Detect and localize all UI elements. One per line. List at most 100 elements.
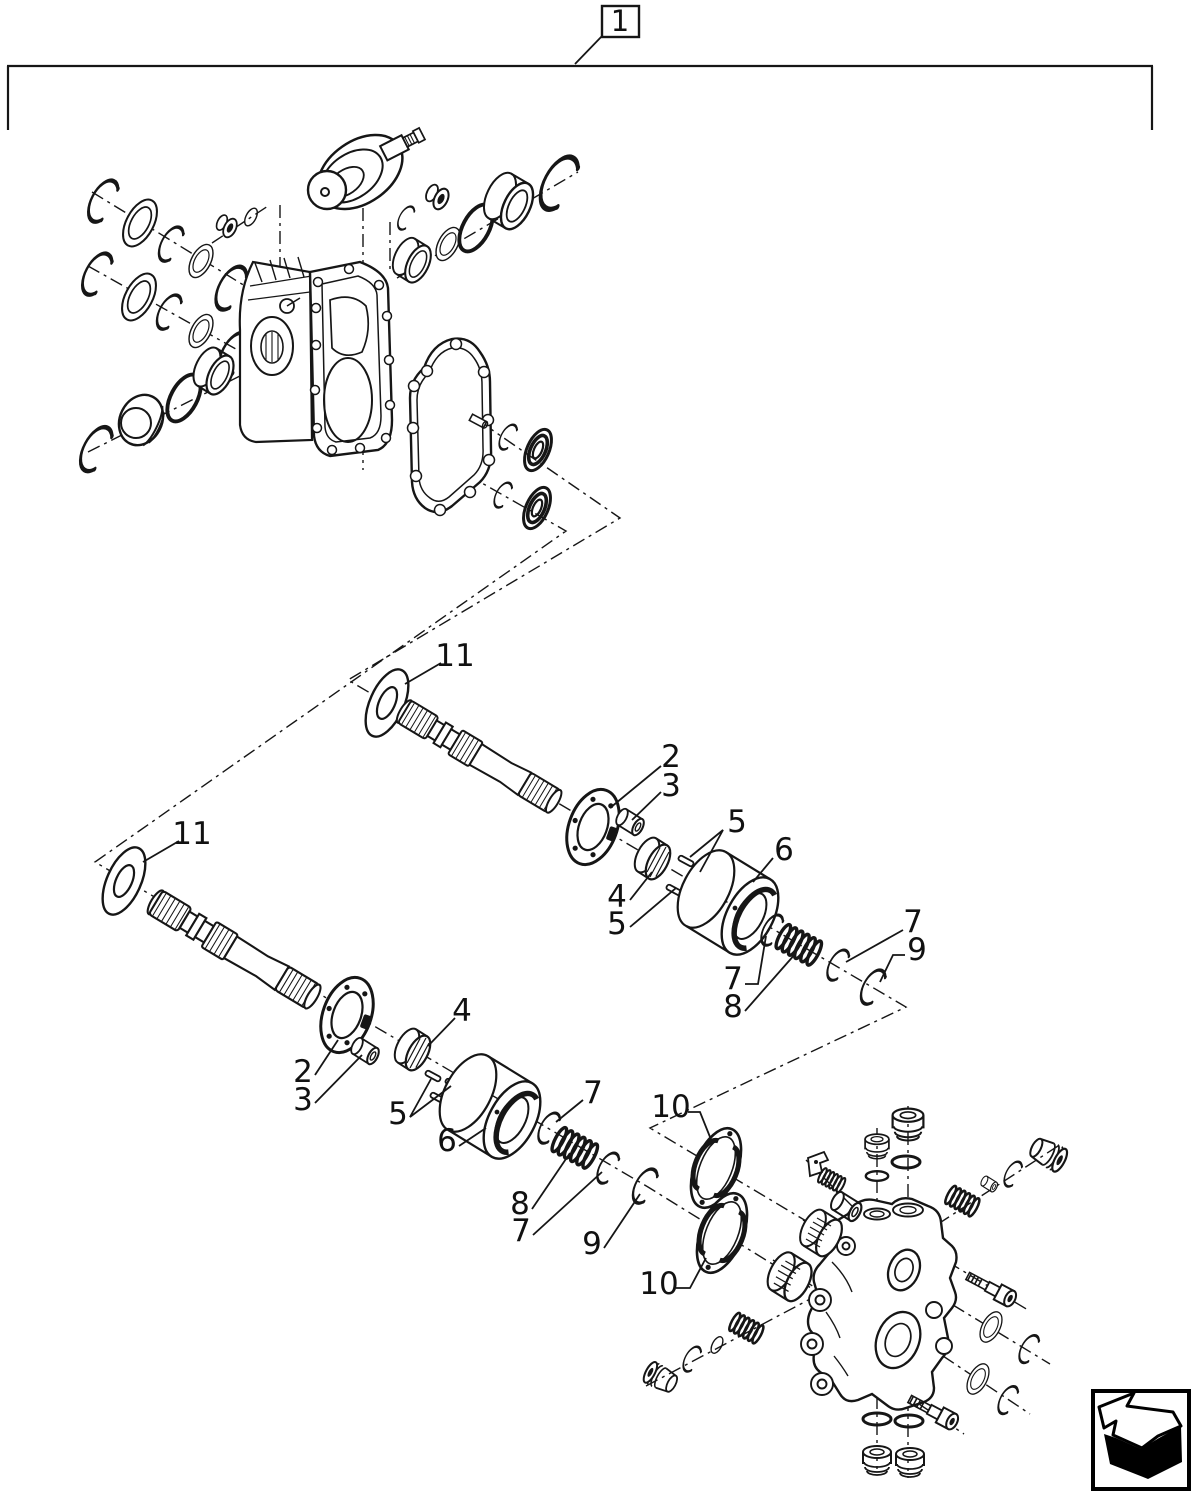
callout-label[interactable]: 10 <box>639 1266 678 1302</box>
assembly-callout-1[interactable]: 1 <box>574 4 641 65</box>
callout-11-lower[interactable]: 11 <box>142 816 212 863</box>
retaining-washer-part <box>821 944 854 985</box>
housing-assembly <box>74 126 583 535</box>
callout-label[interactable]: 5 <box>607 906 627 942</box>
plug-part <box>640 1359 682 1397</box>
bearing-plate-part <box>309 968 386 1062</box>
dowel-pin-part <box>468 413 489 429</box>
plug-part <box>1025 1133 1072 1175</box>
cap-screw-part <box>962 1267 1020 1310</box>
snap-ring-part <box>992 1381 1022 1418</box>
callout-9-lower[interactable]: 9 <box>582 1193 641 1262</box>
callout-label[interactable]: 7 <box>511 1213 531 1249</box>
callout-4-upper[interactable]: 4 <box>607 871 653 915</box>
callout-label[interactable]: 7 <box>583 1075 603 1111</box>
return-arrow-icon[interactable] <box>1091 1389 1191 1491</box>
callout-9-upper[interactable]: 9 <box>879 932 927 983</box>
valve-body-assembly <box>640 1107 1072 1478</box>
callout-10-upper[interactable]: 10 <box>651 1089 713 1143</box>
snap-ring-part <box>494 420 521 453</box>
callout-label[interactable]: 11 <box>435 638 474 674</box>
callout-3-lower[interactable]: 3 <box>293 1054 363 1118</box>
ball-bearing-part <box>517 423 559 477</box>
callout-7-lower-b[interactable]: 7 <box>511 1171 603 1249</box>
callout-10-lower[interactable]: 10 <box>639 1257 707 1302</box>
plug-part <box>213 212 241 241</box>
callout-11-upper[interactable]: 11 <box>404 638 475 685</box>
callout-label[interactable]: 9 <box>907 932 927 968</box>
callout-7-upper-left[interactable]: 7 <box>723 935 767 997</box>
pump-shaft-part <box>392 696 566 817</box>
callout-3-upper[interactable]: 3 <box>631 768 681 821</box>
key-part <box>423 1069 443 1083</box>
output-yoke <box>306 126 427 211</box>
callout-label[interactable]: 3 <box>293 1082 313 1118</box>
sleeve-part <box>186 342 241 400</box>
callout-1-box[interactable] <box>600 4 641 39</box>
ball-bearing-part <box>516 481 558 535</box>
seal-ring-part <box>183 239 219 283</box>
transmission-housing <box>238 256 396 458</box>
bushing-part <box>388 1023 437 1076</box>
callout-1-label[interactable]: 1 <box>611 4 629 38</box>
figure-frame <box>6 64 1154 130</box>
cover-gasket <box>406 337 496 517</box>
o-ring-part <box>893 1413 925 1429</box>
bearing-plate-part <box>555 780 632 874</box>
callout-2-upper[interactable]: 2 <box>609 739 681 809</box>
callout-8-upper[interactable]: 8 <box>723 952 797 1025</box>
callout-5-upper[interactable]: 5 <box>689 804 747 873</box>
plug-part <box>422 181 453 213</box>
callouts: 11 2 3 5 6 4 5 7 9 7 8 11 <box>142 638 927 1302</box>
callout-6-upper[interactable]: 6 <box>752 832 794 883</box>
callout-label[interactable]: 8 <box>723 989 743 1025</box>
callout-label[interactable]: 4 <box>452 993 472 1029</box>
callout-8-lower[interactable]: 8 <box>510 1152 571 1222</box>
callout-label[interactable]: 6 <box>774 832 794 868</box>
callout-label[interactable]: 10 <box>651 1089 690 1125</box>
snap-ring-part <box>82 176 121 225</box>
callout-label[interactable]: 9 <box>582 1226 602 1262</box>
snap-ring-part <box>393 202 418 233</box>
seal-ring-part <box>114 267 164 327</box>
retaining-washer-part <box>591 1147 624 1188</box>
callout-label[interactable]: 8 <box>510 1186 530 1222</box>
callout-5b-upper[interactable]: 5 <box>607 887 677 942</box>
o-ring-part <box>890 1154 922 1170</box>
cup-plug-part <box>109 386 173 454</box>
callout-4-lower[interactable]: 4 <box>427 993 472 1047</box>
callout-2-lower[interactable]: 2 <box>293 1039 339 1090</box>
upper-shaft-train <box>355 661 891 1009</box>
callout-label[interactable]: 3 <box>661 768 681 804</box>
spring-part <box>942 1183 983 1219</box>
socket-plug-part <box>895 1447 925 1478</box>
snap-ring-part <box>854 964 891 1009</box>
callout-label[interactable]: 7 <box>903 904 923 940</box>
bracket-part <box>807 1150 830 1178</box>
thrust-washer-part <box>92 839 156 923</box>
callout-6-lower[interactable]: 6 <box>437 1123 487 1159</box>
sleeve-part <box>386 232 438 288</box>
bushing-part <box>628 832 677 885</box>
callout-7-lower-a[interactable]: 7 <box>555 1075 603 1123</box>
seal-ring-part <box>961 1359 995 1399</box>
callout-label[interactable]: 11 <box>172 816 211 852</box>
callout-label[interactable]: 6 <box>437 1123 457 1159</box>
callout-5-lower[interactable]: 5 <box>388 1078 452 1132</box>
callout-label[interactable]: 5 <box>388 1096 408 1132</box>
pump-shaft-part <box>143 886 326 1013</box>
snap-ring-part <box>489 478 516 511</box>
callout-label[interactable]: 2 <box>661 739 681 775</box>
callout-label[interactable]: 2 <box>293 1054 313 1090</box>
callout-label[interactable]: 7 <box>723 961 743 997</box>
callout-label[interactable]: 4 <box>607 879 627 915</box>
callout-label[interactable]: 5 <box>727 804 747 840</box>
snap-ring-part <box>150 289 187 334</box>
callout-7-upper-right[interactable]: 7 <box>845 904 923 963</box>
poppet-part <box>978 1174 1000 1194</box>
snap-ring-part <box>1013 1330 1043 1367</box>
key-part <box>676 854 696 868</box>
seal-ring-part <box>974 1307 1008 1347</box>
